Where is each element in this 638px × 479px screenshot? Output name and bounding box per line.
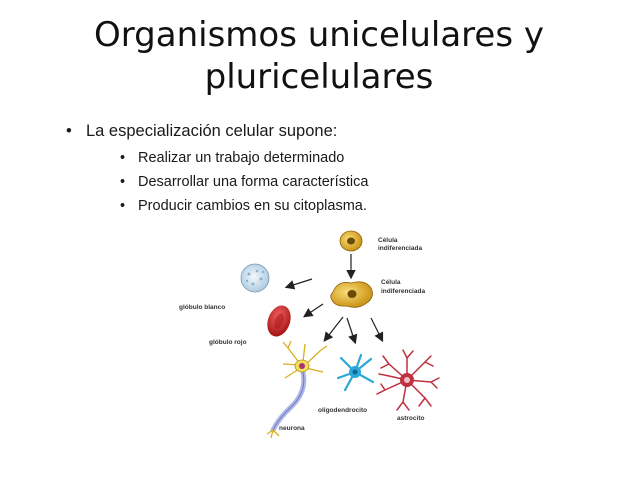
- neuron: [266, 340, 328, 439]
- bullet-item: La especialización celular supone: Reali…: [66, 121, 606, 215]
- sub-bullet-list: Realizar un trabajo determinado Desarrol…: [120, 149, 606, 215]
- red-blood-cell: [267, 305, 291, 337]
- label-undiff-mid-2: indiferenciada: [381, 288, 425, 295]
- undifferentiated-cell-top: [339, 230, 363, 252]
- white-blood-cell: [240, 263, 270, 293]
- page-title: Organismos unicelulares y pluricelulares: [40, 14, 598, 98]
- bullet-text: La especialización celular supone:: [86, 122, 338, 140]
- label-astro: astrocito: [397, 415, 424, 422]
- label-white-cell: glóbulo blanco: [179, 304, 225, 311]
- arrow: [323, 316, 344, 342]
- title-line-1: Organismos unicelulares y: [94, 15, 544, 55]
- sub-bullet-item: Realizar un trabajo determinado: [120, 149, 606, 167]
- arrow: [346, 317, 358, 345]
- title-line-2: pluricelulares: [204, 57, 434, 97]
- arrow: [370, 317, 384, 343]
- label-neuron: neurona: [279, 425, 305, 432]
- label-undiff-top-2: indiferenciada: [378, 245, 422, 252]
- oligodendrocyte: [336, 353, 375, 392]
- label-undiff-top-1: Célula: [378, 237, 398, 244]
- label-red-cell: glóbulo rojo: [209, 339, 247, 346]
- cell-differentiation-diagram: Célula indiferenciada Célula indiferenci…: [179, 230, 440, 439]
- arrow: [303, 303, 324, 318]
- arrow: [284, 278, 313, 290]
- undifferentiated-cell-middle: [330, 281, 373, 308]
- bullet-list: La especialización celular supone: Reali…: [66, 121, 606, 221]
- label-undiff-mid-1: Célula: [381, 279, 401, 286]
- sub-bullet-item: Producir cambios en su citoplasma.: [120, 197, 606, 215]
- astrocyte: [376, 349, 440, 411]
- sub-bullet-item: Desarrollar una forma característica: [120, 173, 606, 191]
- label-oligo: oligodendrocito: [318, 407, 367, 414]
